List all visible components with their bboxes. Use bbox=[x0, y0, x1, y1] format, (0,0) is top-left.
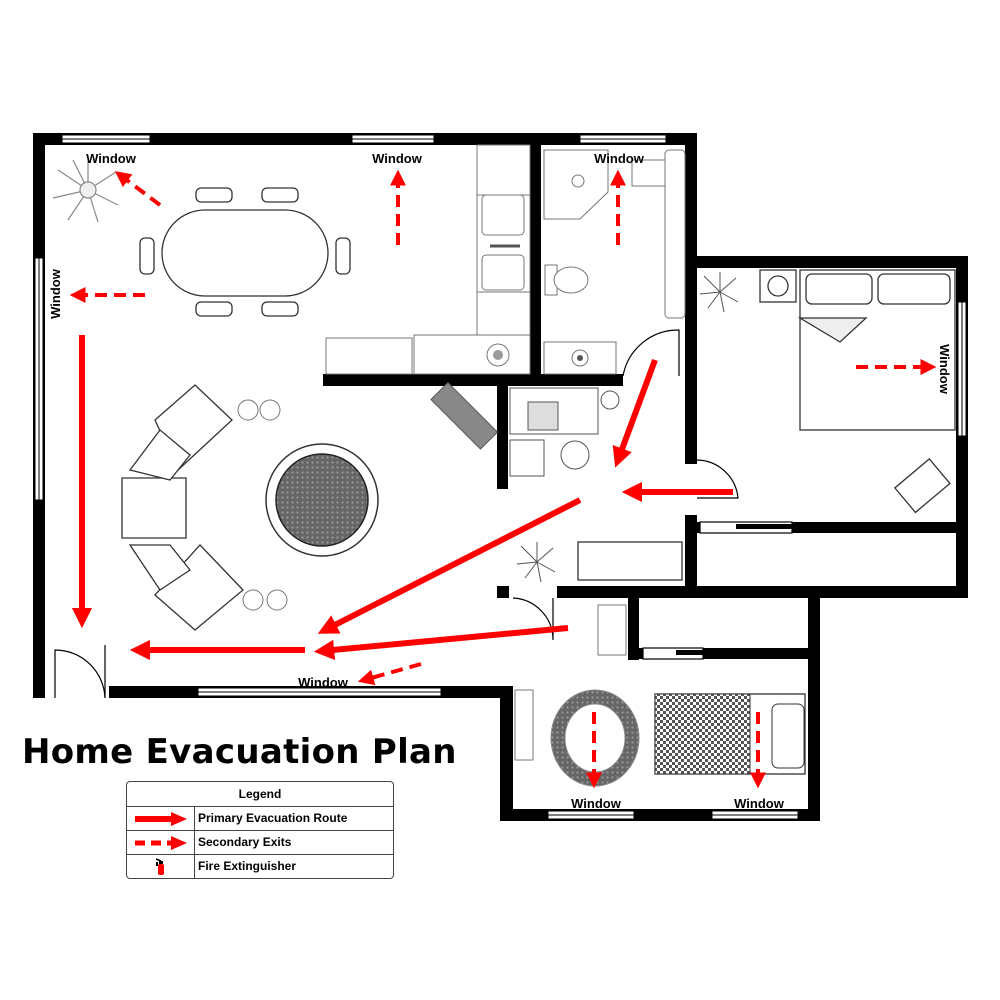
dining-set bbox=[139, 187, 351, 317]
legend-title: Legend bbox=[127, 782, 393, 807]
legend-label: Secondary Exits bbox=[198, 835, 292, 849]
primary-evacuation-route bbox=[71, 335, 733, 661]
legend-row: Fire Extinguisher bbox=[127, 855, 393, 878]
kitchen-counter bbox=[325, 144, 531, 375]
window-label: Window bbox=[734, 796, 785, 811]
window-openings bbox=[34, 134, 967, 820]
legend-row: Primary Evacuation Route bbox=[127, 807, 393, 831]
fire-extinguisher-icon bbox=[127, 855, 195, 878]
window-label: Window bbox=[298, 675, 349, 690]
dashed-arrow-icon bbox=[127, 831, 195, 854]
round-rug bbox=[265, 443, 379, 557]
window-label: Window bbox=[594, 151, 645, 166]
window-labels: Window Window Window Window Window Windo… bbox=[48, 151, 952, 811]
window-label: Window bbox=[937, 344, 952, 395]
legend: Legend Primary Evacuation Route Secondar… bbox=[126, 781, 394, 879]
legend-label: Fire Extinguisher bbox=[198, 859, 297, 873]
side-table bbox=[237, 399, 288, 611]
bathroom-fixtures bbox=[543, 149, 686, 375]
office-furniture bbox=[430, 381, 620, 477]
legend-label: Primary Evacuation Route bbox=[198, 811, 348, 825]
window-label: Window bbox=[48, 268, 63, 319]
window-label: Window bbox=[571, 796, 622, 811]
plant-icon bbox=[516, 272, 739, 583]
sectional-sofa bbox=[121, 384, 244, 631]
dining-chair bbox=[139, 187, 351, 317]
solid-arrow-icon bbox=[127, 807, 195, 830]
secondary-exit-route bbox=[69, 169, 937, 789]
bed bbox=[577, 269, 956, 581]
window-label: Window bbox=[86, 151, 137, 166]
page-title: Home Evacuation Plan bbox=[22, 732, 457, 772]
plant-icon bbox=[52, 158, 119, 223]
doors bbox=[45, 329, 793, 699]
window-label: Window bbox=[372, 151, 423, 166]
bed bbox=[514, 604, 806, 787]
walls bbox=[33, 133, 968, 821]
legend-row: Secondary Exits bbox=[127, 831, 393, 855]
